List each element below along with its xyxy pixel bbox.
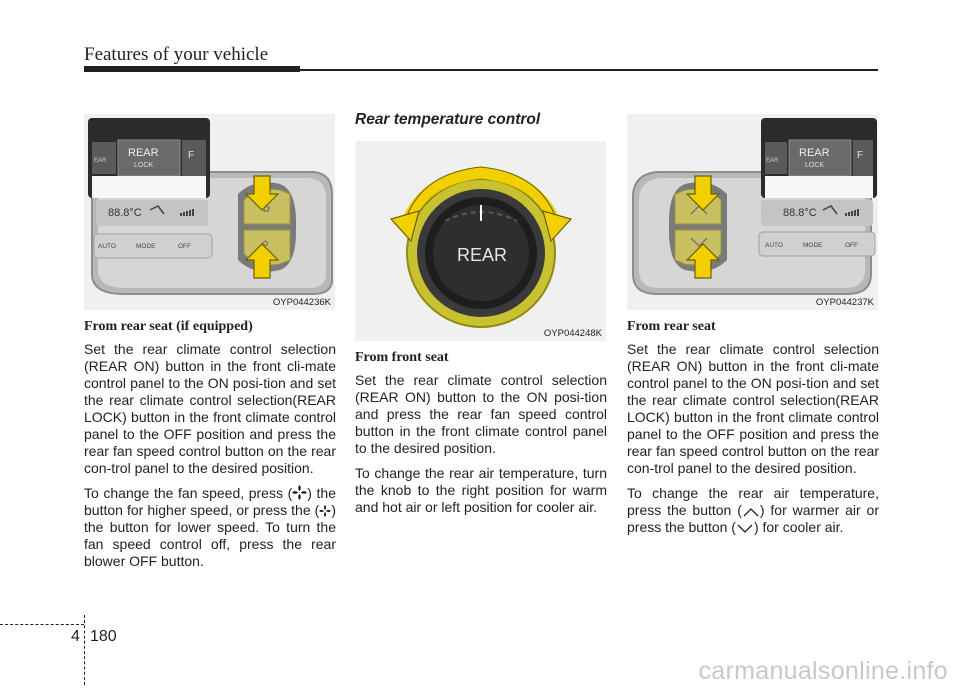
figure-code: OYP044237K — [815, 297, 874, 308]
rear-knob-illustration: REAR — [355, 141, 606, 341]
header-rule — [84, 66, 300, 72]
text-span: ) the button for lower speed. To turn th… — [84, 502, 336, 569]
panel-rear-label: REAR — [128, 147, 159, 159]
panel-mode-label: MODE — [803, 242, 823, 249]
rear-panel-illustration: EAR REAR LOCK F 88.8°C AUTO MODE OFF ✿ ✿ — [84, 114, 335, 310]
panel-lock-label: LOCK — [805, 162, 824, 169]
panel-lock-label: LOCK — [134, 162, 153, 169]
footer-crop-line — [0, 624, 84, 625]
figure-rear-fan-panel: EAR REAR LOCK F 88.8°C AUTO MODE OFF ✿ ✿… — [84, 114, 335, 310]
panel-button-left-label: EAR — [94, 158, 107, 164]
arrow-down-icon — [244, 175, 280, 211]
section-number: 4 — [71, 628, 80, 645]
panel-mode-label: MODE — [136, 243, 156, 250]
section-heading: From rear seat — [627, 319, 716, 334]
text-span: ) for cooler air. — [753, 519, 844, 535]
text-span: ) the button for higher speed, or press … — [84, 485, 336, 518]
panel-auto-label: AUTO — [98, 243, 116, 250]
arrow-up-icon — [244, 243, 280, 279]
column-rear-seat-fan: EAR REAR LOCK F 88.8°C AUTO MODE OFF ✿ ✿… — [84, 114, 336, 578]
rotate-left-arrow-icon — [389, 210, 420, 243]
arrow-down-icon — [685, 175, 721, 211]
fan-high-icon: ✿ — [262, 204, 270, 215]
text-span: To change the rear air temperature, pres… — [627, 485, 879, 518]
panel-display-readout: 88.8°C — [783, 207, 817, 219]
chevron-up-icon — [743, 508, 759, 517]
fan-low-icon — [319, 505, 332, 517]
panel-auto-label: AUTO — [765, 242, 783, 249]
footer-divider — [84, 615, 85, 685]
figure-rear-knob: REAR OYP044248K — [355, 141, 606, 341]
column-rear-seat-temperature: EAR REAR LOCK F 88.8°C AUTO MODE OFF OYP… — [627, 114, 879, 544]
page-header-title: Features of your vehicle — [84, 44, 269, 65]
panel-button-right-label: F — [188, 150, 194, 161]
figure-rear-temp-panel: EAR REAR LOCK F 88.8°C AUTO MODE OFF OYP… — [627, 114, 878, 310]
section-heading: From rear seat (if equipped) — [84, 319, 253, 334]
header-rule-thin — [300, 69, 878, 71]
panel-rear-label: REAR — [799, 147, 830, 159]
paragraph: To change the rear air temperature, turn… — [355, 465, 607, 515]
arrow-up-icon — [685, 243, 721, 279]
watermark: carmanualsonline.info — [698, 657, 948, 685]
paragraph: Set the rear climate control selection (… — [355, 372, 607, 456]
panel-button-left-label: EAR — [766, 158, 779, 164]
panel-off-label: OFF — [178, 243, 191, 250]
figure-code: OYP044236K — [272, 297, 331, 308]
panel-button-right-label: F — [857, 150, 863, 161]
paragraph-fan-speed: To change the fan speed, press () the bu… — [84, 485, 336, 570]
fan-high-icon — [292, 485, 308, 500]
paragraph: Set the rear climate control selection (… — [84, 341, 336, 476]
temp-down-icon — [690, 237, 708, 248]
panel-display-readout: 88.8°C — [108, 207, 142, 219]
panel-off-label: OFF — [845, 242, 858, 249]
text-span: To change the fan speed, press ( — [84, 485, 293, 501]
knob-rear-label: REAR — [457, 245, 507, 265]
column-rear-temperature: Rear temperature control REAR OYP044248K… — [355, 111, 607, 524]
page-number: 180 — [90, 628, 117, 645]
paragraph-temperature: To change the rear air temperature, pres… — [627, 485, 879, 536]
fan-low-icon: ✿ — [262, 239, 269, 248]
figure-code: OYP044248K — [543, 328, 602, 339]
section-heading: From front seat — [355, 350, 449, 365]
paragraph: Set the rear climate control selection (… — [627, 341, 879, 476]
rear-panel-illustration: EAR REAR LOCK F 88.8°C AUTO MODE OFF — [627, 114, 878, 310]
section-title: Rear temperature control — [355, 111, 541, 128]
chevron-down-icon — [737, 524, 753, 533]
rotate-right-arrow-icon — [542, 210, 573, 243]
text-span: ) for warmer air or press the button ( — [627, 502, 880, 535]
